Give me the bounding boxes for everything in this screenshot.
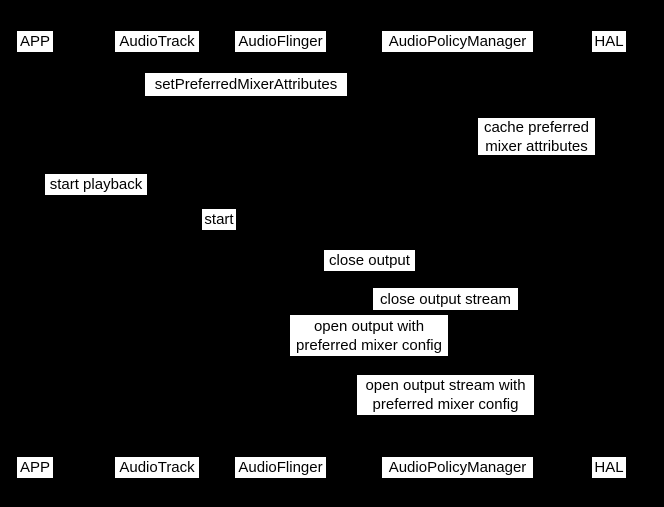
actor-top-audioflinger: AudioFlinger [235,31,326,52]
message-cache-preferred-mixer-attributes: cache preferred mixer attributes [478,118,595,155]
actor-top-audiopolicymanager: AudioPolicyManager [382,31,533,52]
actor-bottom-audiotrack: AudioTrack [115,457,199,478]
actor-bottom-hal: HAL [592,457,626,478]
actor-top-app: APP [17,31,53,52]
actor-bottom-audiopolicymanager: AudioPolicyManager [382,457,533,478]
actor-bottom-app: APP [17,457,53,478]
message-close-output-stream: close output stream [373,288,518,310]
message-start-playback: start playback [45,174,147,195]
message-open-output-with-preferred-mixer-config: open output with preferred mixer config [290,315,448,356]
actor-top-hal: HAL [592,31,626,52]
message-set-preferred-mixer-attributes: setPreferredMixerAttributes [145,73,347,96]
message-close-output: close output [324,250,415,271]
message-open-output-stream-with-preferred-mixer-config: open output stream with preferred mixer … [357,375,534,415]
actor-bottom-audioflinger: AudioFlinger [235,457,326,478]
actor-top-audiotrack: AudioTrack [115,31,199,52]
message-start: start [202,209,236,230]
